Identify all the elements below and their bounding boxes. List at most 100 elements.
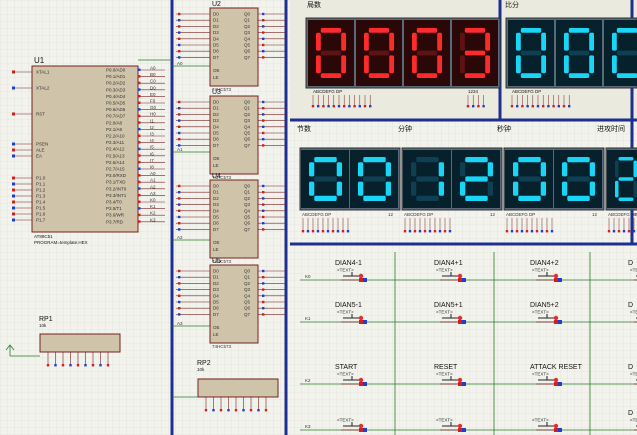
- segment-d: [320, 73, 342, 78]
- push-button[interactable]: DIAN5+1<TEXT>: [434, 302, 466, 324]
- push-button[interactable]: START<TEXT>: [335, 364, 367, 386]
- segment-f: [411, 162, 417, 177]
- pin-marker-icon: [462, 428, 466, 432]
- button-state-icon: [358, 423, 364, 429]
- latch-body: [209, 179, 259, 259]
- svg-text:D0: D0: [213, 12, 219, 17]
- push-button[interactable]: DIAN5+2<TEXT>: [530, 302, 562, 324]
- svg-text:D3: D3: [213, 30, 219, 35]
- svg-text:Q1: Q1: [244, 190, 251, 195]
- button-state-icon: [358, 377, 364, 383]
- segment-e: [411, 181, 417, 196]
- segment-d: [363, 195, 386, 201]
- push-button[interactable]: D<TEXT>: [628, 410, 637, 432]
- push-button[interactable]: DIAN4+2<TEXT>: [530, 260, 562, 282]
- segment-b: [341, 32, 346, 51]
- segment-e: [564, 55, 569, 74]
- mcu-pin-label: P2.1/A9: [106, 127, 123, 132]
- svg-text:Q6: Q6: [244, 221, 251, 226]
- pin-marker-icon: [363, 382, 367, 386]
- push-button[interactable]: D<TEXT>: [628, 260, 637, 282]
- bus-label: A0: [177, 61, 183, 66]
- mcu-pin-label: P3.3/INT1: [106, 193, 127, 198]
- push-button[interactable]: <TEXT>: [532, 418, 562, 433]
- svg-text:OE: OE: [213, 156, 220, 161]
- display-time-label: 分钟: [398, 124, 412, 133]
- segment-a: [314, 157, 337, 163]
- segment-f: [612, 32, 617, 51]
- mcu-pin-label: P3.0/RXD: [106, 173, 127, 178]
- push-button[interactable]: RESET<TEXT>: [434, 364, 466, 386]
- push-button[interactable]: ATTACK RESET<TEXT>: [530, 364, 583, 386]
- button-text-placeholder: <TEXT>: [436, 310, 453, 315]
- button-text-placeholder: <TEXT>: [436, 418, 453, 423]
- segment-f: [364, 32, 369, 51]
- push-button[interactable]: D<TEXT>: [628, 302, 637, 324]
- segment-f: [316, 32, 321, 51]
- digit-time-1-0: [411, 157, 444, 201]
- push-button[interactable]: D<TEXT>: [628, 364, 637, 386]
- display-label-games: 局数: [307, 0, 321, 9]
- segment-f: [309, 162, 315, 177]
- mcu-pin-label: P2.0/A8: [106, 120, 123, 125]
- mcu-pin-label: P2.6/A14: [106, 160, 125, 165]
- button-label: D: [628, 302, 633, 309]
- svg-text:D1: D1: [213, 190, 219, 195]
- segment-c: [541, 55, 546, 74]
- svg-text:74HC573: 74HC573: [212, 175, 232, 180]
- resistor-pack-rp1[interactable]: RP1 10k: [5, 316, 121, 367]
- svg-text:Q2: Q2: [244, 196, 251, 201]
- push-button[interactable]: DIAN4-1<TEXT>: [335, 260, 367, 282]
- display-games-digits: [308, 20, 498, 86]
- segment-d: [618, 197, 634, 201]
- svg-text:D3: D3: [213, 287, 219, 292]
- mcu-net-label: A1: [150, 178, 156, 183]
- latch-ref: U2: [212, 1, 221, 8]
- segment-e: [615, 180, 619, 198]
- segment-c: [385, 181, 391, 196]
- pin-marker-icon: [558, 320, 562, 324]
- push-button[interactable]: DIAN5-1<TEXT>: [335, 302, 367, 324]
- push-button[interactable]: <TEXT>: [436, 418, 466, 433]
- segment-a: [618, 157, 634, 161]
- resistor-pack-rp2[interactable]: RP2 10k: [172, 360, 279, 412]
- digit-time-2-0: [513, 157, 546, 201]
- svg-text:D5: D5: [213, 300, 219, 305]
- mcu-u1[interactable]: U1 XTAL1XTAL2RSTPSENALEEAP1.0P1.1P1.2P1.…: [12, 56, 165, 245]
- push-button[interactable]: DIAN4+1<TEXT>: [434, 260, 466, 282]
- push-button[interactable]: <TEXT>: [337, 418, 367, 433]
- mcu-net-label: H0: [150, 112, 156, 117]
- pin-marker-icon: [359, 428, 363, 432]
- svg-text:D4: D4: [213, 36, 219, 41]
- segment-e: [412, 55, 417, 74]
- segment-b: [485, 32, 490, 51]
- mcu-program: PROGRAM=template.HEX: [34, 240, 88, 245]
- segment-d: [518, 195, 541, 201]
- segment-a: [520, 28, 542, 33]
- svg-text:D5: D5: [213, 215, 219, 220]
- mcu-net-label: B0: [150, 72, 156, 77]
- segment-c: [589, 55, 594, 74]
- mcu-pin-label: P3.1/TXD: [106, 180, 126, 185]
- svg-text:LE: LE: [213, 247, 219, 252]
- mcu-part: AT89C51: [34, 234, 53, 239]
- svg-text:Q2: Q2: [244, 112, 251, 117]
- mcu-pin-label: P1.3: [36, 194, 46, 199]
- svg-text:D6: D6: [213, 49, 219, 54]
- display-label-score: 比分: [505, 0, 519, 9]
- digit-time-0-0: [309, 157, 342, 201]
- latch-ref: U3: [212, 89, 221, 96]
- mcu-pin-label: RST: [36, 112, 45, 117]
- segment-a: [368, 28, 390, 33]
- rp1-value: 10k: [39, 323, 47, 328]
- svg-text:74HC573: 74HC573: [212, 87, 232, 92]
- svg-text:D0: D0: [213, 184, 219, 189]
- mcu-pin-label: P0.5/AD5: [106, 101, 126, 106]
- button-state-icon: [358, 273, 364, 279]
- segment-b: [540, 162, 546, 177]
